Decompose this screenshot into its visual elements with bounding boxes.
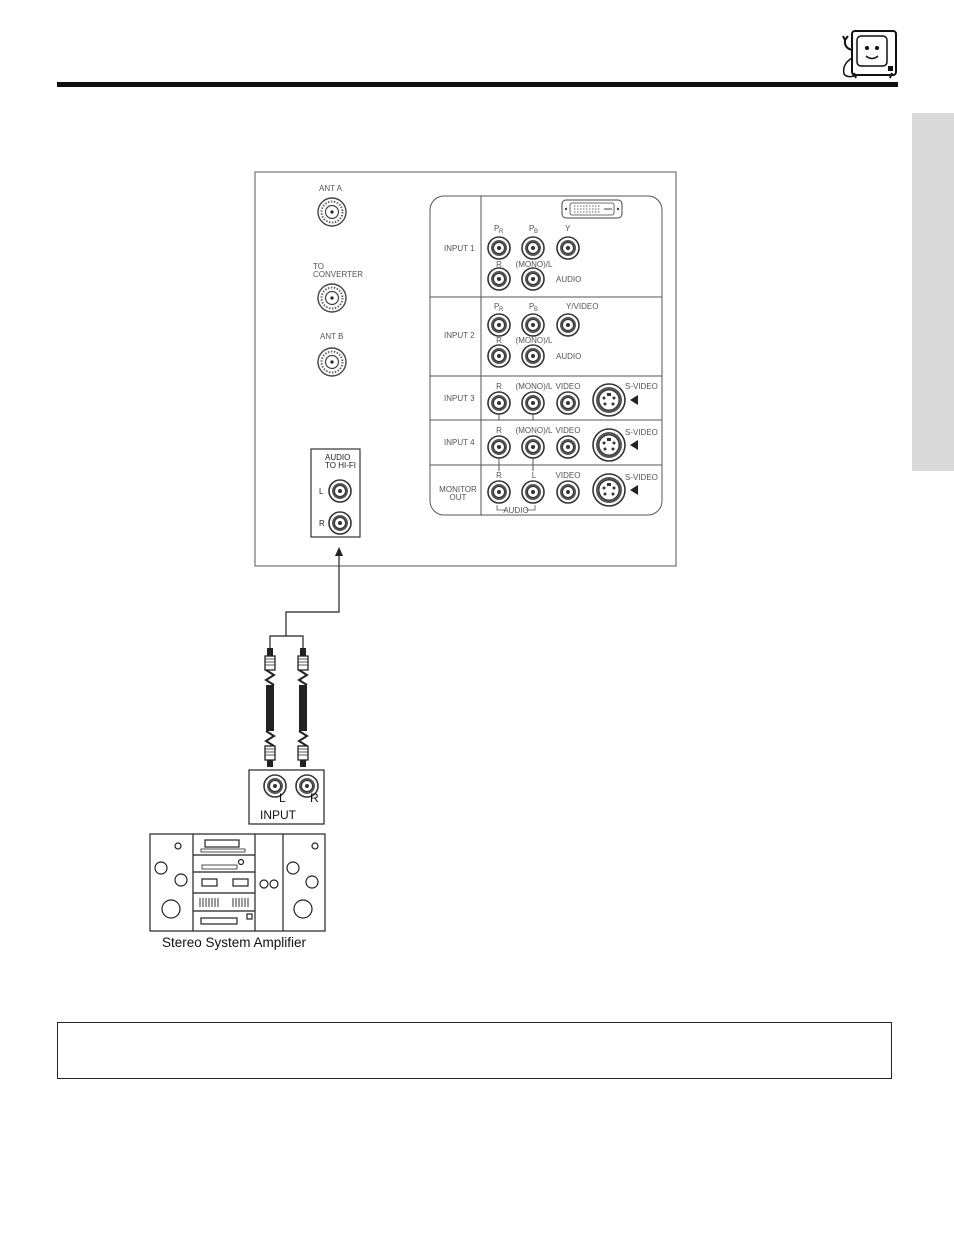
input-3-label: INPUT 3 (444, 394, 475, 403)
hifi-left-label: L (319, 487, 324, 496)
header-rule (57, 82, 898, 87)
to-converter-label-1: TO (313, 262, 324, 271)
stereo-input-label: INPUT (260, 808, 296, 822)
tv-mascot-icon (842, 30, 897, 79)
hifi-right-label: R (319, 519, 325, 528)
input-1-label: INPUT 1 (444, 244, 475, 253)
to-converter-jack (317, 283, 347, 313)
digital-connector (561, 199, 623, 219)
audio-to-hifi-label-2: TO HI-FI (325, 461, 356, 470)
ant-a-jack (317, 197, 347, 227)
input-2-label: INPUT 2 (444, 331, 475, 340)
audio-cable-line (269, 552, 340, 648)
input-4-label: INPUT 4 (444, 438, 475, 447)
stereo-left-label: L (279, 791, 286, 805)
hifi-right-jack (328, 511, 352, 535)
monitor-out-label-2: OUT (449, 493, 467, 502)
side-tab (912, 113, 954, 471)
ant-b-jack (317, 347, 347, 377)
hifi-left-jack (328, 479, 352, 503)
left-rca-plug (264, 647, 276, 768)
monitor-out-label-1: MONITOR (439, 485, 477, 494)
ant-a-label: ANT A (319, 184, 342, 193)
audio-to-hifi-label-1: AUDIO (325, 453, 351, 462)
stereo-system-amplifier (149, 833, 326, 932)
stereo-caption: Stereo System Amplifier (162, 935, 307, 950)
stereo-right-label: R (310, 791, 319, 805)
to-converter-label-2: CONVERTER (313, 270, 364, 279)
note-box (57, 1022, 892, 1079)
ant-b-label: ANT B (320, 332, 344, 341)
right-rca-plug (297, 647, 309, 768)
